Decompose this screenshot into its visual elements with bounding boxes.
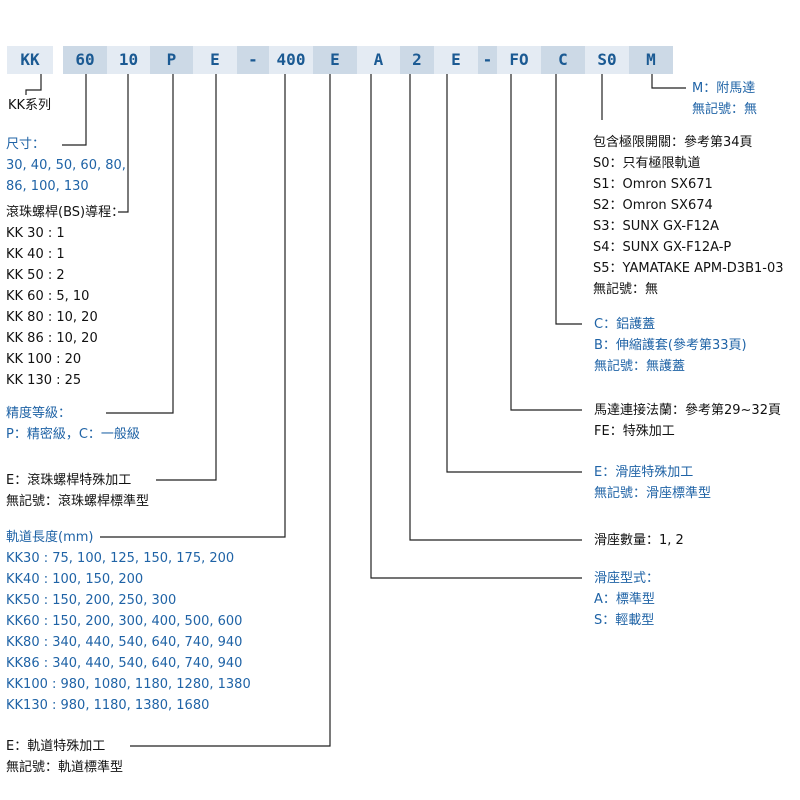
code-segment-dash-1: - [237,46,269,74]
code-segment-flange: FO [497,46,541,74]
code-segment-series: KK [7,46,53,74]
note-motor-line: 無記號：無 [692,102,758,117]
note-flange-line: 馬達連接法蘭：參考第29~32頁 [594,403,781,418]
note-slide-special-line: E：滑座特殊加工 [594,465,694,480]
note-limit-switch-line: S2：Omron SX674 [593,198,713,213]
code-segment-motor: M [629,46,673,74]
note-rail-length-line: KK130 : 980, 1180, 1380, 1680 [6,698,210,713]
note-cover-line: B：伸縮護套(參考第33頁) [594,338,747,353]
note-lead-line: KK 130 : 25 [6,373,82,388]
note-slide-special: E：滑座特殊加工 無記號：滑座標準型 [594,462,711,504]
note-screw-special-line: 無記號：滾珠螺桿標準型 [6,494,150,509]
note-limit-switch-line: S1：Omron SX671 [593,177,713,192]
note-lead: 滾珠螺桿(BS)導程： KK 30 : 1 KK 40 : 1 KK 50 : … [6,202,124,391]
note-slide-type-line: A：標準型 [594,592,655,607]
code-segment-lead: 10 [107,46,150,74]
note-flange-line: FE：特殊加工 [594,424,675,439]
note-slide-type: 滑座型式： A：標準型 S：輕載型 [594,568,659,631]
connector-series [25,74,42,95]
note-limit-switch-line: 無記號：無 [593,282,659,297]
note-lead-title: 滾珠螺桿(BS)導程： [6,205,125,220]
connector-screw-special [156,74,217,481]
note-rail-length: 軌道長度(mm) KK30 : 75, 100, 125, 150, 175, … [6,527,251,716]
code-segment-slide-qty: 2 [400,46,434,74]
note-limit-switch-line: S5：YAMATAKE APM-D3B1-03 [593,261,784,276]
note-lead-line: KK 50 : 2 [6,268,65,283]
code-segment-cover: C [541,46,585,74]
note-accuracy-line: P：精密級，C：一般級 [6,427,140,442]
note-lead-line: KK 60 : 5, 10 [6,289,90,304]
note-rail-special-line: 無記號：軌道標準型 [6,760,124,775]
note-lead-line: KK 100 : 20 [6,352,82,367]
note-motor: M：附馬達 無記號：無 [692,78,757,120]
connector-lead [118,74,129,213]
code-segment-slide-special: E [434,46,478,74]
note-size-line: 30, 40, 50, 60, 80, [6,158,126,173]
connector-rail-special [130,74,331,747]
note-series-line: KK系列 [8,98,52,113]
note-slide-special-line: 無記號：滑座標準型 [594,486,712,501]
note-slide-qty-line: 滑座數量：1, 2 [594,533,684,548]
note-rail-length-line: KK100 : 980, 1080, 1180, 1280, 1380 [6,677,251,692]
note-size: 尺寸： 30, 40, 50, 60, 80, 86, 100, 130 [6,134,126,197]
note-limit-switch-line: S4：SUNX GX-F12A-P [593,240,732,255]
connector-slide-qty [409,74,582,541]
note-accuracy-title: 精度等級： [6,406,72,421]
note-limit-switch-line: S3：SUNX GX-F12A [593,219,719,234]
code-segment-slide-type: A [357,46,400,74]
note-cover: C：鋁護蓋 B：伸縮護套(參考第33頁) 無記號：無護蓋 [594,314,747,377]
note-size-title: 尺寸： [6,137,46,152]
note-lead-line: KK 30 : 1 [6,226,65,241]
note-flange: 馬達連接法蘭：參考第29~32頁 FE：特殊加工 [594,400,781,442]
note-rail-length-line: KK80 : 340, 440, 540, 640, 740, 940 [6,635,243,650]
code-segment-rail-length: 400 [269,46,313,74]
note-accuracy: 精度等級： P：精密級，C：一般級 [6,403,140,445]
connector-cover [555,74,582,325]
note-rail-special: E：軌道特殊加工 無記號：軌道標準型 [6,736,123,778]
note-screw-special: E：滾珠螺桿特殊加工 無記號：滾珠螺桿標準型 [6,470,149,512]
connector-flange [510,74,582,411]
connector-size [62,74,87,146]
note-rail-length-line: KK40 : 100, 150, 200 [6,572,144,587]
connector-slide-special [446,74,582,473]
note-rail-special-line: E：軌道特殊加工 [6,739,106,754]
note-lead-line: KK 40 : 1 [6,247,65,262]
code-segment-dash-2: - [478,46,497,74]
connector-accuracy [106,74,174,414]
note-size-line: 86, 100, 130 [6,179,89,194]
code-segment-accuracy: P [150,46,193,74]
note-series: KK系列 [8,95,51,116]
note-slide-qty: 滑座數量：1, 2 [594,530,684,551]
note-rail-length-title: 軌道長度(mm) [6,530,94,545]
note-screw-special-line: E：滾珠螺桿特殊加工 [6,473,132,488]
connector-rail-length [100,74,286,538]
code-segment-rail-special: E [313,46,357,74]
connector-motor [651,74,686,89]
connector-slide-type [370,74,582,579]
note-lead-line: KK 80 : 10, 20 [6,310,98,325]
code-segment-size: 60 [63,46,107,74]
note-motor-line: M：附馬達 [692,81,756,96]
note-cover-line: 無記號：無護蓋 [594,359,686,374]
note-limit-switch-title: 包含極限開關：參考第34頁 [593,135,753,150]
note-limit-switch: 包含極限開關：參考第34頁 S0：只有極限軌道 S1：Omron SX671 S… [593,132,784,300]
code-segment-limit-switch: S0 [585,46,629,74]
code-segment-screw-special: E [193,46,237,74]
note-limit-switch-line: S0：只有極限軌道 [593,156,701,171]
note-slide-type-line: S：輕載型 [594,613,655,628]
note-rail-length-line: KK50 : 150, 200, 250, 300 [6,593,177,608]
note-cover-line: C：鋁護蓋 [594,317,656,332]
note-rail-length-line: KK60 : 150, 200, 300, 400, 500, 600 [6,614,243,629]
note-lead-line: KK 86 : 10, 20 [6,331,98,346]
note-rail-length-line: KK30 : 75, 100, 125, 150, 175, 200 [6,551,235,566]
note-slide-type-title: 滑座型式： [594,571,660,586]
note-rail-length-line: KK86 : 340, 440, 540, 640, 740, 940 [6,656,243,671]
